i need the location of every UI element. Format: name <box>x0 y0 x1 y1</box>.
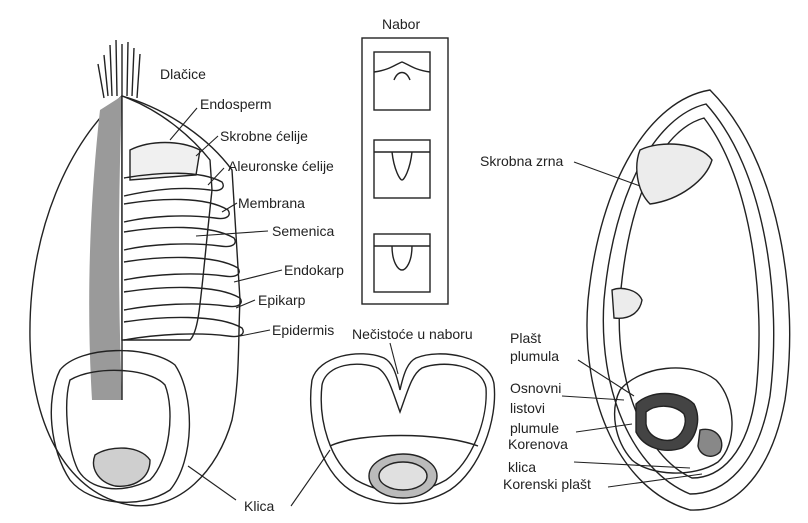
cross-section-drawing <box>311 354 495 504</box>
label-osnovni-line1: Osnovni <box>510 380 561 396</box>
label-korenova-line1: Korenova <box>508 436 568 452</box>
label-dlacice: Dlačice <box>160 66 206 82</box>
label-korenski-plast: Korenski plašt <box>503 476 591 492</box>
label-endokarp: Endokarp <box>284 262 344 278</box>
label-aleuronske-celije: Aleuronske ćelije <box>228 158 334 174</box>
label-plast-line2: plumula <box>510 348 559 364</box>
label-membrana: Membrana <box>238 195 305 211</box>
label-klica: Klica <box>244 498 274 514</box>
label-semenica: Semenica <box>272 223 334 239</box>
label-skrobna-zrna: Skrobna zrna <box>480 153 563 169</box>
label-epikarp: Epikarp <box>258 292 305 308</box>
label-necistoce: Nečistoće u naboru <box>352 326 473 342</box>
longitudinal-section-drawing <box>587 90 790 510</box>
label-skrobne-celije: Skrobne ćelije <box>220 128 308 144</box>
label-osnovni-line3: plumule <box>510 420 559 436</box>
label-endosperm: Endosperm <box>200 96 272 112</box>
label-osnovni-line2: listovi <box>510 400 545 416</box>
label-plast-line1: Plašt <box>510 330 541 346</box>
label-nabor: Nabor <box>382 16 420 32</box>
label-korenova-line2: klica <box>508 459 536 475</box>
crease-panel <box>362 38 448 304</box>
label-epidermis: Epidermis <box>272 322 334 338</box>
